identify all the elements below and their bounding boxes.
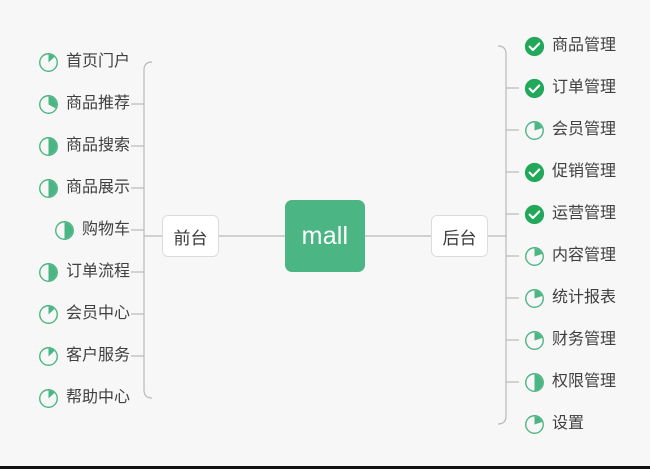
mindmap-leaf-frontend-5[interactable]: 订单流程: [38, 259, 130, 285]
leaf-label: 运营管理: [552, 205, 617, 222]
pie-progress-icon: [39, 94, 58, 114]
mindmap-leaf-frontend-0[interactable]: 首页门户: [38, 49, 130, 75]
pie-progress-icon: [525, 246, 544, 266]
leaf-label: 商品管理: [552, 37, 617, 54]
leaf-label: 商品推荐: [65, 95, 130, 112]
mindmap-leaf-frontend-2[interactable]: 商品搜索: [38, 133, 130, 159]
branch-node-backend[interactable]: 后台: [431, 215, 488, 257]
mindmap-leaf-backend-3[interactable]: 促销管理: [524, 159, 616, 185]
mindmap-leaf-backend-0[interactable]: 商品管理: [524, 33, 616, 59]
branch-node-frontend[interactable]: 前台: [162, 215, 219, 257]
pie-progress-icon: [39, 136, 58, 156]
check-circle-icon: [524, 204, 545, 224]
check-circle-icon: [524, 78, 545, 98]
pie-progress-icon: [525, 330, 544, 350]
pie-progress-icon: [525, 414, 544, 434]
mindmap-leaf-backend-9[interactable]: 设置: [524, 411, 584, 437]
connector-line: [497, 45, 507, 425]
leaf-label: 购物车: [81, 221, 130, 238]
pie-progress-icon: [39, 304, 58, 324]
leaf-label: 首页门户: [65, 53, 130, 70]
pie-progress-icon: [525, 120, 544, 140]
mindmap-leaf-frontend-4[interactable]: 购物车: [54, 217, 130, 243]
leaf-label: 权限管理: [552, 373, 617, 390]
branch-node-backend-label: 后台: [442, 228, 477, 248]
mindmap-leaf-frontend-6[interactable]: 会员中心: [38, 301, 130, 327]
mindmap-leaf-backend-2[interactable]: 会员管理: [524, 117, 616, 143]
mindmap-leaf-backend-8[interactable]: 权限管理: [524, 369, 616, 395]
leaf-label: 商品搜索: [65, 137, 130, 154]
leaf-label: 财务管理: [552, 331, 617, 348]
branch-node-frontend-label: 前台: [173, 228, 208, 248]
mindmap-leaf-backend-5[interactable]: 内容管理: [524, 243, 616, 269]
mindmap-leaf-backend-4[interactable]: 运营管理: [524, 201, 616, 227]
leaf-label: 统计报表: [552, 289, 617, 306]
leaf-label: 订单管理: [552, 79, 617, 96]
mindmap-leaf-frontend-8[interactable]: 帮助中心: [38, 385, 130, 411]
mindmap-leaf-backend-7[interactable]: 财务管理: [524, 327, 616, 353]
leaf-label: 设置: [552, 415, 585, 432]
leaf-label: 商品展示: [65, 179, 130, 196]
leaf-label: 订单流程: [65, 263, 130, 280]
pie-progress-icon: [39, 388, 58, 408]
pie-progress-icon: [39, 178, 58, 198]
leaf-label: 促销管理: [552, 163, 617, 180]
leaf-label: 客户服务: [65, 347, 130, 364]
center-node-label: mall: [301, 221, 349, 250]
leaf-label: 会员管理: [552, 121, 617, 138]
mindmap-leaf-backend-6[interactable]: 统计报表: [524, 285, 616, 311]
check-circle-icon: [524, 36, 545, 56]
pie-progress-icon: [39, 52, 58, 72]
mindmap-leaf-frontend-3[interactable]: 商品展示: [38, 175, 130, 201]
pie-progress-icon: [39, 346, 58, 366]
pie-progress-icon: [525, 288, 544, 308]
mindmap-leaf-frontend-1[interactable]: 商品推荐: [38, 91, 130, 117]
leaf-label: 帮助中心: [65, 389, 130, 406]
leaf-label: 会员中心: [65, 305, 130, 322]
center-node-mall[interactable]: mall: [285, 200, 365, 272]
mindmap-leaf-frontend-7[interactable]: 客户服务: [38, 343, 130, 369]
pie-progress-icon: [525, 372, 544, 392]
check-circle-icon: [524, 162, 545, 182]
leaf-label: 内容管理: [552, 247, 617, 264]
mindmap-leaf-backend-1[interactable]: 订单管理: [524, 75, 616, 101]
pie-progress-icon: [39, 262, 58, 282]
pie-progress-icon: [55, 220, 74, 240]
connector-line: [143, 61, 153, 399]
